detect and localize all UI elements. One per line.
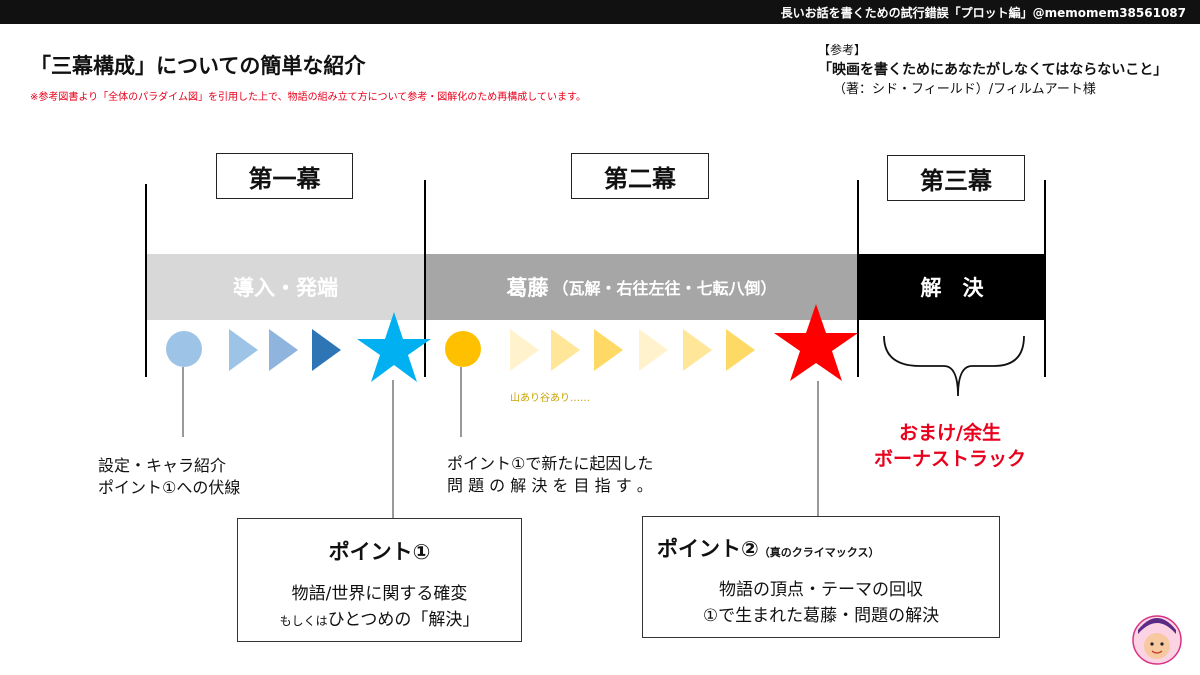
- top-bar: [0, 0, 1200, 24]
- setup-line-2: ポイント①への伏線: [98, 478, 241, 497]
- bonus-text: おまけ/余生 ボーナストラック: [850, 420, 1050, 472]
- page-title: 「三幕構成」についての簡単な紹介: [30, 54, 366, 78]
- act-three-box: 第三幕: [887, 155, 1025, 201]
- triangle-light-blue-1-icon: [229, 329, 258, 371]
- divider-act1-act2: [424, 180, 426, 377]
- triangle-pale-yellow-1-icon: [510, 329, 539, 371]
- band-conflict-sublabel: （瓦解・右往左往・七転八倒）: [552, 279, 777, 298]
- curly-brace-icon: [883, 335, 1025, 397]
- triangle-pale-yellow-2-icon: [551, 329, 580, 371]
- setup-line-1: 設定・キャラ紹介: [98, 456, 227, 475]
- band-resolution-label: 解 決: [920, 276, 984, 300]
- point1-line-1: 物語/世界に関する確変: [291, 584, 468, 604]
- point2-box: ポイント②（真のクライマックス） 物語の頂点・テーマの回収 ①で生まれた葛藤・問…: [642, 516, 1000, 638]
- band-conflict: 葛藤（瓦解・右往左往・七転八倒）: [425, 254, 858, 320]
- act-two-box: 第二幕: [571, 153, 709, 199]
- reference-book: 「映画を書くためにあなたがしなくてはならないこと」: [818, 62, 1168, 78]
- point1-title: ポイント①: [328, 540, 431, 564]
- triangle-pale-yellow-4-icon: [639, 329, 668, 371]
- point1-line-2: もしくはひとつめの「解決」: [238, 605, 521, 630]
- band-resolution: 解 決: [858, 254, 1046, 320]
- setup-text: 設定・キャラ紹介 ポイント①への伏線: [98, 455, 240, 499]
- band-introduction: 導入・発端: [146, 254, 425, 320]
- blue-star-icon: [357, 312, 431, 382]
- point2-title: ポイント②: [657, 537, 759, 561]
- smiling-face-avatar-icon: [1132, 615, 1182, 665]
- source-note: ※参考図書より「全体のパラダイム図」を引用した上で、物語の組み立て方について参考…: [30, 92, 586, 103]
- blue-circle-icon: [166, 331, 202, 367]
- divider-start: [145, 184, 147, 377]
- reference-label: 【参考】: [818, 43, 867, 57]
- bonus-line-1: おまけ/余生: [899, 422, 1001, 444]
- triangle-pale-yellow-5-icon: [683, 329, 712, 371]
- point2-line-2: ①で生まれた葛藤・問題の解決: [702, 606, 940, 626]
- act-one-box: 第一幕: [216, 153, 353, 199]
- point2-title-sub: （真のクライマックス）: [758, 546, 880, 559]
- triangle-yellow-3-icon: [594, 329, 623, 371]
- point1-line-2-rest: ひとつめの「解決」: [327, 610, 480, 630]
- triangle-dark-blue-icon: [312, 329, 341, 371]
- reference-author: （著：シド・フィールド）/フィルムアート様: [833, 82, 1096, 97]
- midpoint-text: ポイント①で新たに起因した 問 題 の 解 決 を 目 指 す 。: [447, 453, 653, 497]
- midpoint-line-1: ポイント①で新たに起因した: [447, 454, 654, 473]
- point1-line-2-small: もしくは: [279, 614, 328, 628]
- divider-end: [1044, 180, 1046, 377]
- bonus-line-2: ボーナストラック: [873, 448, 1026, 470]
- yellow-circle-icon: [445, 331, 481, 367]
- point1-box: ポイント① 物語/世界に関する確変 もしくはひとつめの「解決」: [237, 518, 522, 642]
- point2-title-row: ポイント②（真のクライマックス）: [657, 533, 879, 563]
- divider-act2-act3: [857, 180, 859, 377]
- midpoint-line-2: 問 題 の 解 決 を 目 指 す 。: [447, 476, 653, 495]
- point2-line-1: 物語の頂点・テーマの回収: [719, 580, 923, 600]
- band-conflict-label: 葛藤: [506, 276, 549, 300]
- red-star-icon: [774, 304, 858, 381]
- header-credit: 長いお話を書くための試行錯誤「プロット編」@memomem38561087: [780, 6, 1186, 20]
- triangle-yellow-6-icon: [726, 329, 755, 371]
- band-introduction-label: 導入・発端: [233, 276, 338, 300]
- triangle-light-blue-2-icon: [269, 329, 298, 371]
- ups-and-downs-label: 山あり谷あり……: [510, 393, 590, 404]
